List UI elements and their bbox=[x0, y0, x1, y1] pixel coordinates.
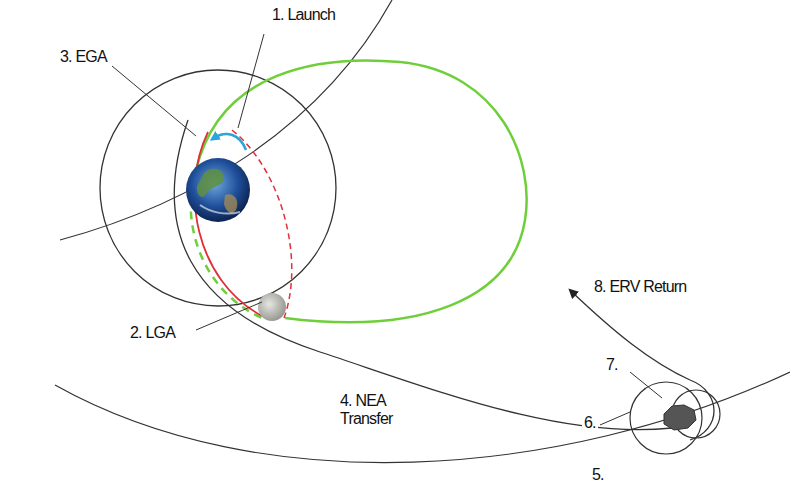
transfer-arc bbox=[195, 132, 262, 316]
callout-label: 3. EGA bbox=[58, 48, 109, 66]
lunar-orbit bbox=[100, 70, 336, 306]
earth-orbit-line bbox=[60, 0, 392, 240]
callout-label: 2. LGA bbox=[128, 324, 177, 342]
callout-label: 5. bbox=[590, 466, 606, 484]
callout-label: 6. bbox=[582, 414, 598, 432]
erv-return-path bbox=[572, 292, 714, 440]
earth bbox=[186, 158, 250, 222]
leader-line bbox=[112, 66, 196, 136]
leader-line bbox=[630, 372, 662, 398]
callout-label: 7. bbox=[604, 356, 620, 374]
earth-land bbox=[197, 169, 224, 197]
launch-arrow bbox=[214, 134, 246, 150]
earth-land bbox=[224, 194, 237, 213]
asteroid bbox=[664, 405, 696, 430]
moon bbox=[258, 293, 286, 321]
leader-line bbox=[238, 34, 264, 128]
leader-line bbox=[600, 412, 630, 425]
callout-label: 4. NEA Transfer bbox=[338, 392, 416, 429]
callout-label: 8. ERV Return bbox=[592, 278, 688, 296]
earth-cloud bbox=[200, 205, 240, 214]
leader-line bbox=[196, 302, 262, 330]
transfer-arc-dashed bbox=[232, 130, 292, 318]
callout-label: 1. Launch bbox=[270, 6, 337, 24]
nea-transfer-path bbox=[174, 120, 672, 430]
asteroid-orbit-large bbox=[630, 382, 702, 454]
